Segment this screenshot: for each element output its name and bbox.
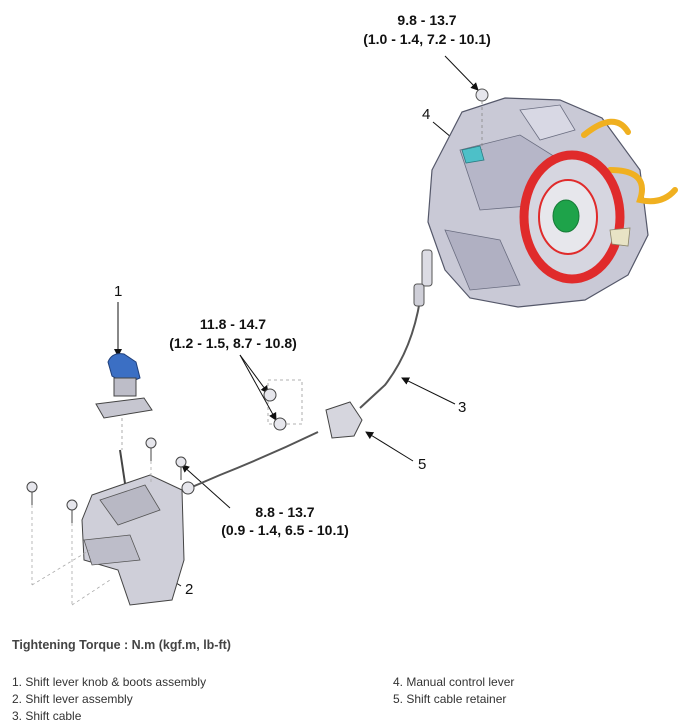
callout-2: 2 [185,581,193,598]
legend-item-4: 4. Manual control lever [393,675,515,689]
torque-middle-line2: (1.2 - 1.5, 8.7 - 10.8) [169,335,297,351]
torque-top-line2: (1.0 - 1.4, 7.2 - 10.1) [363,31,491,47]
torque-lower-line1: 8.8 - 13.7 [255,504,314,520]
shift-lever-knob [95,353,153,450]
callout-5: 5 [418,456,426,473]
torque-lower-line2: (0.9 - 1.4, 6.5 - 10.1) [221,522,349,538]
torque-units-note: Tightening Torque : N.m (kgf.m, lb-ft) [12,638,231,652]
callout-3: 3 [458,399,466,416]
legend-item-2: 2. Shift lever assembly [12,692,133,706]
shift-cable [191,249,433,488]
callout-4: 4 [422,106,430,123]
shift-lever-assembly [26,437,195,606]
shift-cable-retainer [263,379,363,439]
callout-1: 1 [114,283,122,300]
exploded-diagram: 9.8 - 13.7 (1.0 - 1.4, 7.2 - 10.1) 11.8 … [26,12,678,606]
legend-item-3: 3. Shift cable [12,709,82,723]
torque-middle-line1: 11.8 - 14.7 [200,316,266,332]
torque-top-line1: 9.8 - 13.7 [397,12,456,28]
legend-item-5: 5. Shift cable retainer [393,692,507,706]
transmission-assembly [427,88,678,308]
legend-item-1: 1. Shift lever knob & boots assembly [12,675,207,689]
